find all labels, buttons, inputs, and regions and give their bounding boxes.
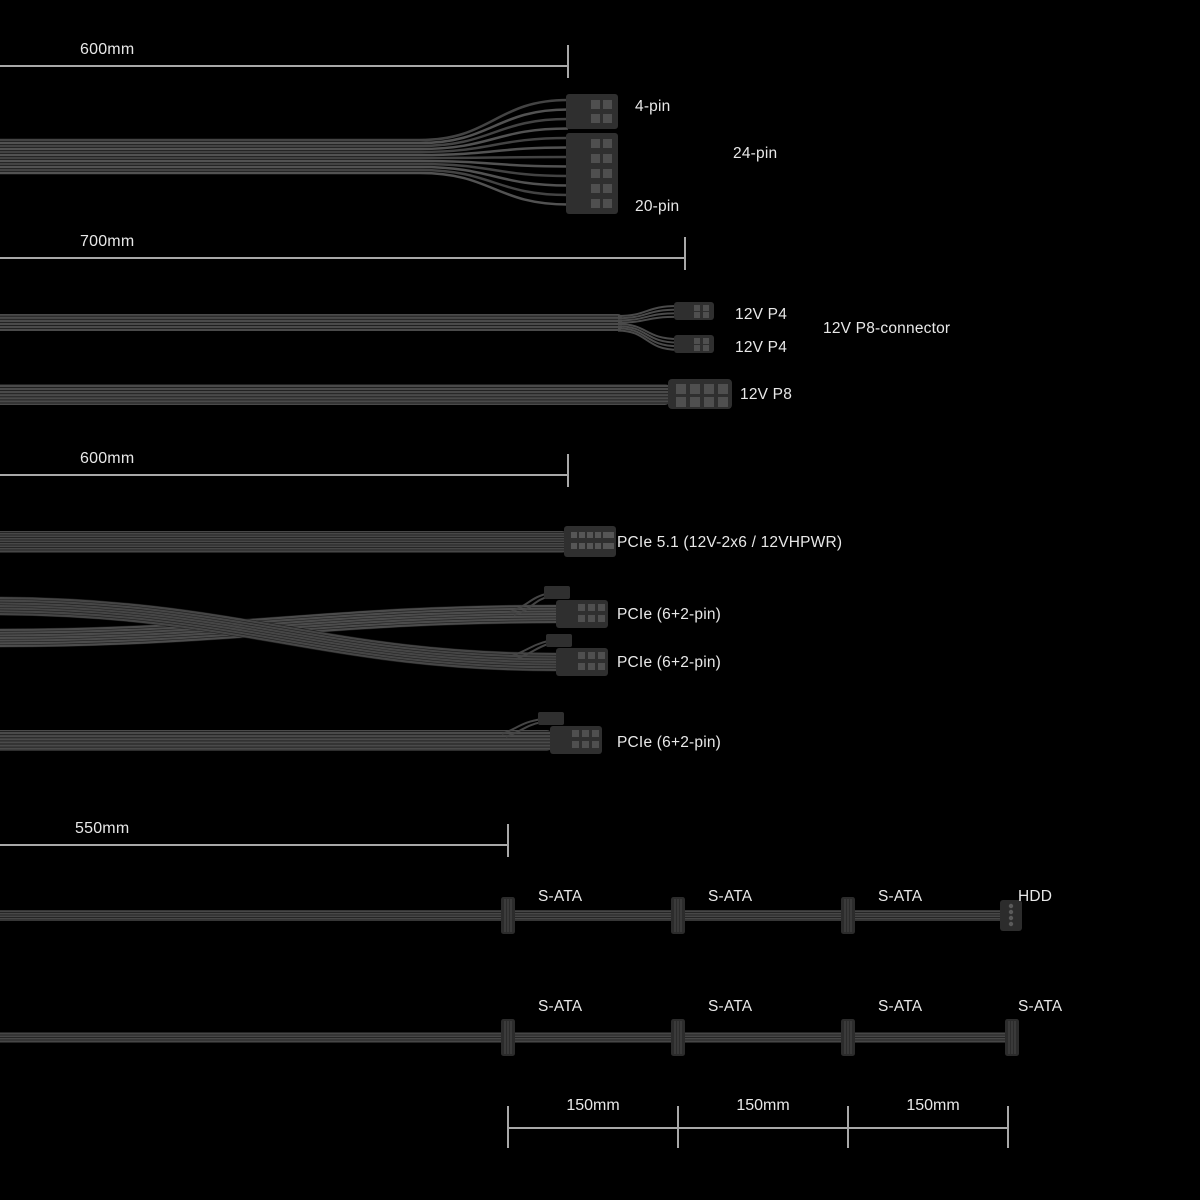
segment-tick-1 (507, 1106, 509, 1148)
atx-20pin-label: 20-pin (635, 198, 680, 215)
sata-measure-line (0, 844, 508, 846)
segment-tick-2 (677, 1106, 679, 1148)
atx-length-label: 600mm (80, 41, 135, 58)
atx-4pin-connector (566, 94, 618, 129)
pcie-3-label: PCIe (6+2-pin) (617, 734, 722, 751)
hdd-molex-connector (1000, 900, 1022, 931)
sata-measure-tick (507, 824, 509, 857)
sata-connector (1005, 1019, 1019, 1056)
pcie-1-label: PCIe (6+2-pin) (617, 606, 722, 623)
segment-length-label-1: 150mm (566, 1097, 620, 1114)
cpu-p4-connector-top (674, 302, 714, 320)
pcie-measure-tick (567, 454, 569, 487)
sata2-label-1: S-ATA (538, 998, 583, 1015)
sata1-label-1: S-ATA (538, 888, 583, 905)
sata-connector (671, 897, 685, 934)
cpu-measure-line (0, 257, 685, 259)
sata-connector (841, 897, 855, 934)
cpu-measure-tick (684, 237, 686, 270)
sata-cable-2 (0, 1019, 1019, 1056)
pcie-51-cable (0, 526, 616, 557)
pcie-51-connector (564, 526, 616, 557)
cpu-p8-cable (0, 379, 732, 409)
pcie-measure-line (0, 474, 568, 476)
sata-length-label: 550mm (75, 820, 130, 837)
pcie-connector-3 (538, 712, 602, 754)
atx-24pin-label: 24-pin (733, 145, 778, 162)
cpu-p4-connector-bottom (674, 335, 714, 353)
sata2-label-4: S-ATA (1018, 998, 1063, 1015)
sata2-label-3: S-ATA (878, 998, 923, 1015)
cpu-p4-top-label: 12V P4 (735, 306, 788, 323)
cpu-length-label: 700mm (80, 233, 135, 250)
segment-tick-3 (847, 1106, 849, 1148)
segment-length-label-3: 150mm (906, 1097, 960, 1114)
sata2-label-2: S-ATA (708, 998, 753, 1015)
atx-4pin-label: 4-pin (635, 98, 671, 115)
hdd-label: HDD (1018, 888, 1053, 905)
pcie-2-label: PCIe (6+2-pin) (617, 654, 722, 671)
sata1-label-3: S-ATA (878, 888, 923, 905)
segment-measure-line (508, 1127, 1008, 1129)
pcie-length-label: 600mm (80, 450, 135, 467)
segment-tick-4 (1007, 1106, 1009, 1148)
pcie-connector-1 (509, 586, 608, 628)
cpu-p8-connector-block (668, 379, 732, 409)
atx-measure-line (0, 65, 568, 67)
sata1-label-2: S-ATA (708, 888, 753, 905)
cpu-p8-label: 12V P8 (740, 386, 793, 403)
cpu-p4-splitter-cable (0, 302, 714, 353)
sata-connector (501, 897, 515, 934)
atx-measure-tick (567, 45, 569, 78)
cpu-p8-combined-label: 12V P8-connector (823, 320, 951, 337)
pcie-cable-3 (0, 712, 602, 754)
atx-20pin-connector (566, 133, 618, 214)
sata-connector (671, 1019, 685, 1056)
atx-cable (0, 94, 618, 214)
sata-connector (841, 1019, 855, 1056)
pcie-51-label: PCIe 5.1 (12V-2x6 / 12VHPWR) (617, 534, 843, 551)
pcie-connector-2 (511, 634, 608, 676)
cpu-p4-bottom-label: 12V P4 (735, 339, 788, 356)
sata-cable-1 (0, 897, 1022, 934)
sata-connector (501, 1019, 515, 1056)
segment-length-label-2: 150mm (736, 1097, 790, 1114)
